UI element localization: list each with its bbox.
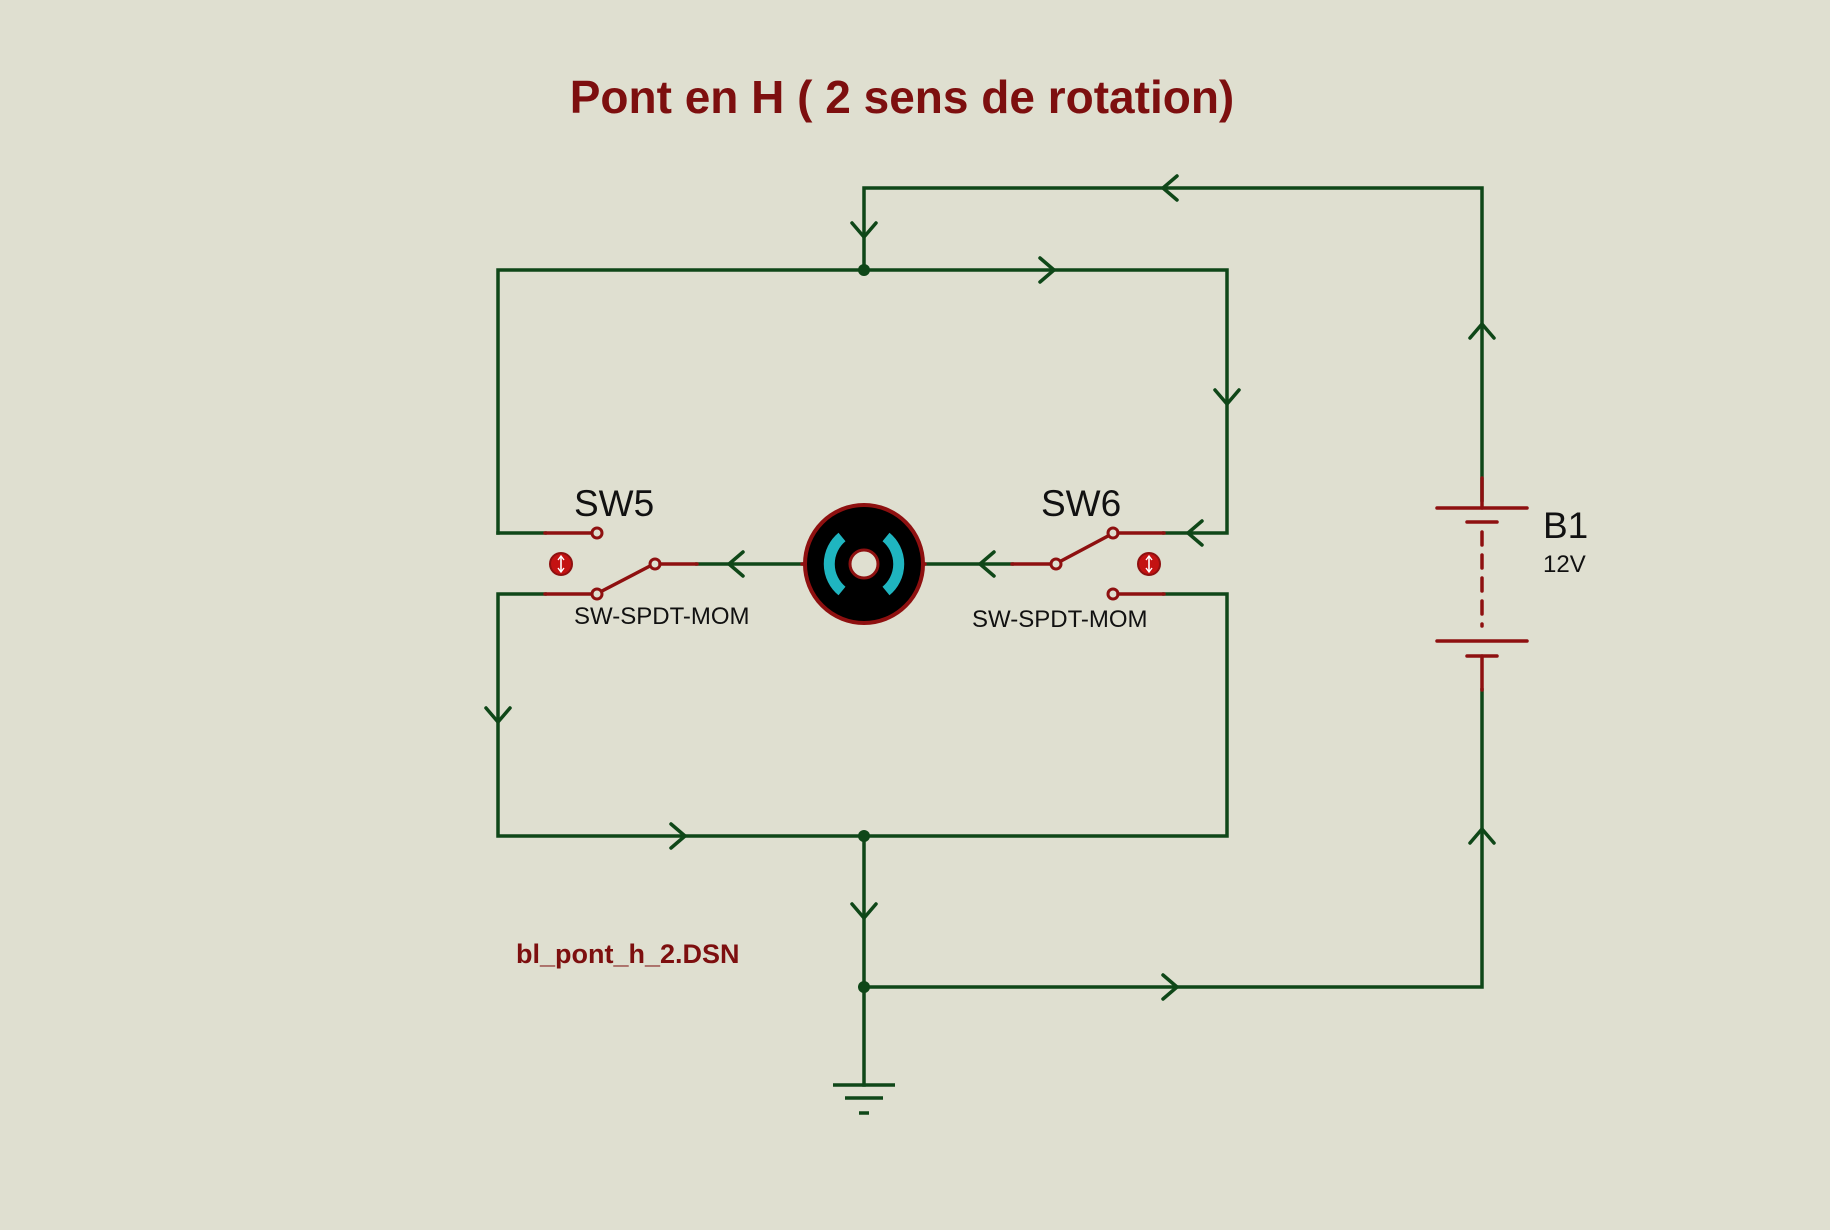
sw5-refdes: SW5 xyxy=(574,483,654,524)
arrow-left xyxy=(727,550,745,578)
ground-icon xyxy=(833,1083,895,1115)
arrow-down xyxy=(484,706,512,724)
design-filename: bl_pont_h_2.DSN xyxy=(516,939,740,969)
junction-top xyxy=(858,264,870,276)
toggle-actuator-icon[interactable] xyxy=(1137,552,1161,576)
dc-motor-icon[interactable] xyxy=(800,503,927,625)
battery-refdes: B1 xyxy=(1543,505,1588,546)
arrow-right xyxy=(669,822,687,850)
arrow-up xyxy=(1468,827,1496,845)
arrow-left xyxy=(1186,519,1204,547)
arrow-down xyxy=(850,902,878,920)
arrow-down xyxy=(1213,388,1241,406)
junction-bottom xyxy=(858,830,870,842)
switch-sw6[interactable]: SW6 SW-SPDT-MOM xyxy=(972,483,1166,633)
arrow-up xyxy=(1468,322,1496,340)
wire-battery-bottom[interactable] xyxy=(862,688,1484,989)
arrow-down xyxy=(850,221,878,239)
arrow-left xyxy=(1161,174,1179,202)
arrow-left xyxy=(978,550,996,578)
wires xyxy=(496,186,1484,1087)
arrow-right xyxy=(1038,256,1056,284)
sw6-refdes: SW6 xyxy=(1041,483,1121,524)
arrow-right xyxy=(1161,973,1179,1001)
diagram-title: Pont en H ( 2 sens de rotation) xyxy=(570,71,1235,123)
sw5-part-name: SW-SPDT-MOM xyxy=(574,603,750,630)
battery-value: 12V xyxy=(1543,551,1586,578)
switch-sw5[interactable]: SW5 SW-SPDT-MOM xyxy=(543,483,750,630)
current-arrows xyxy=(484,174,1496,1001)
junction-ground xyxy=(858,981,870,993)
toggle-actuator-icon[interactable] xyxy=(549,552,573,576)
wire-top-rail[interactable] xyxy=(496,268,1229,535)
wire-battery-top[interactable] xyxy=(862,186,1484,502)
sw6-part-name: SW-SPDT-MOM xyxy=(972,606,1148,633)
battery-icon[interactable]: B1 12V xyxy=(1435,476,1588,692)
